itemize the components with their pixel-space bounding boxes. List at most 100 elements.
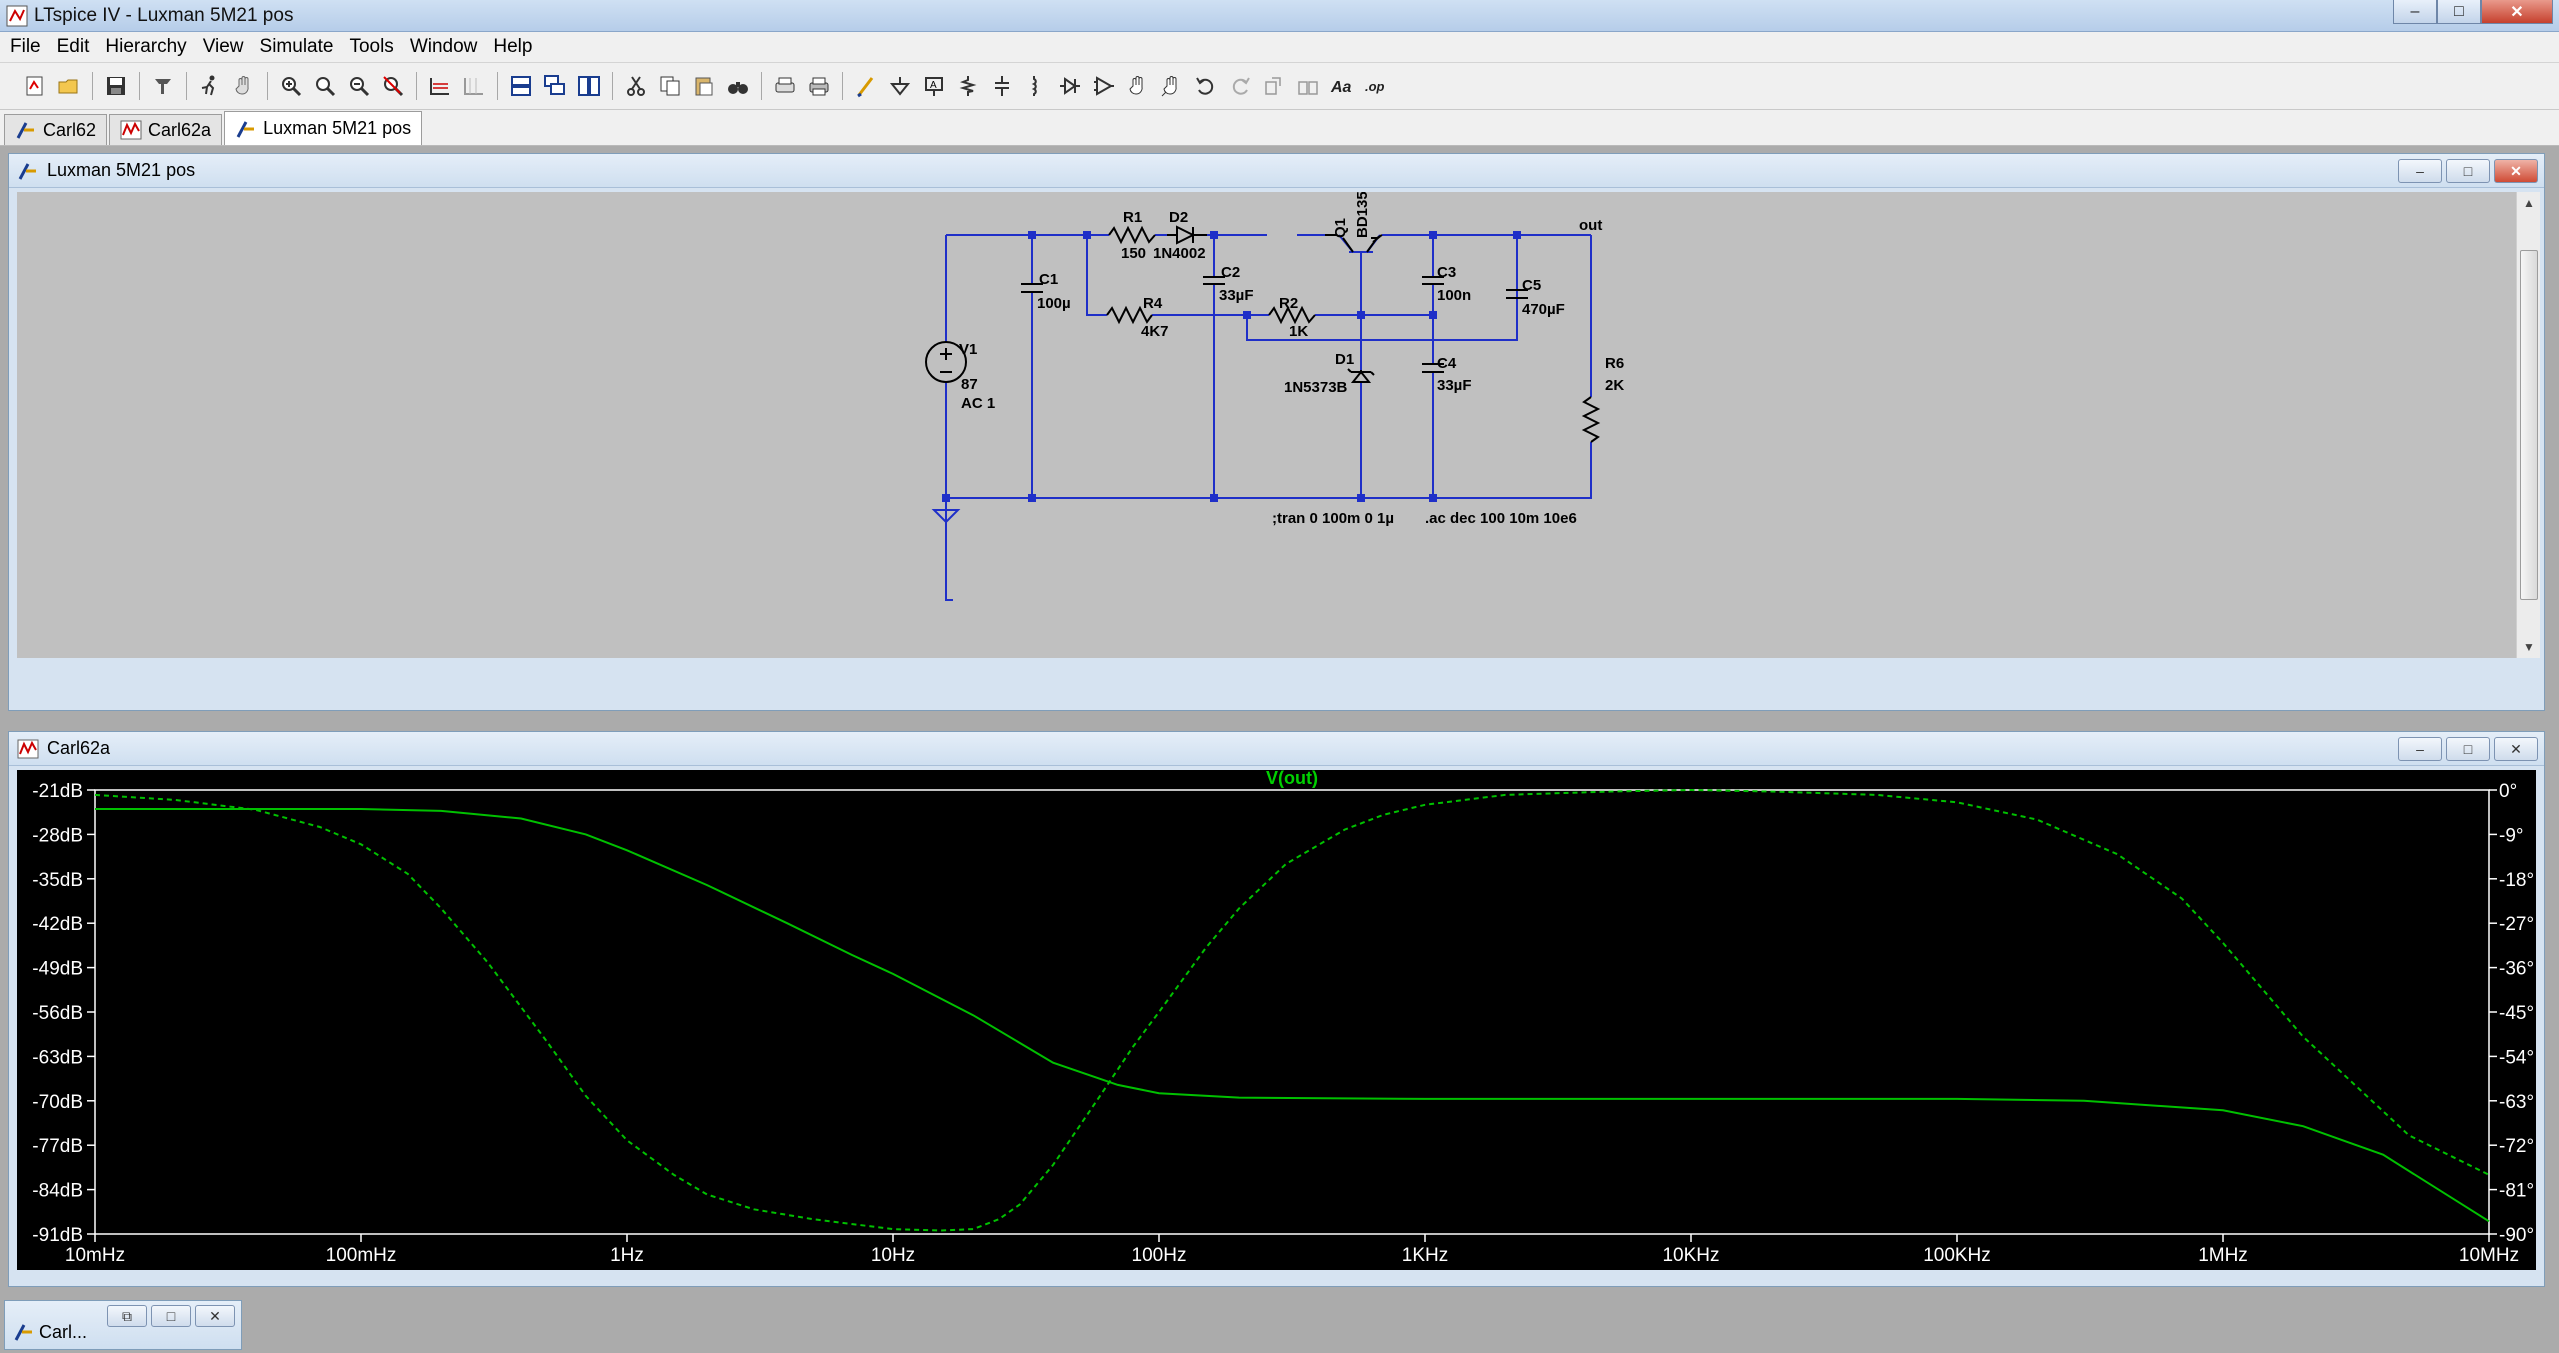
window-minimize-button[interactable]: –	[2393, 0, 2437, 24]
tile-vertical-button[interactable]	[572, 69, 606, 103]
control-panel-button[interactable]	[146, 69, 180, 103]
move-button[interactable]	[1121, 69, 1155, 103]
x-tick-label: 1KHz	[1402, 1245, 1448, 1266]
ground-button[interactable]	[883, 69, 917, 103]
magnitude-trace[interactable]	[95, 808, 2490, 1223]
schematic-minimize-button[interactable]: –	[2398, 159, 2442, 183]
component-button[interactable]	[1087, 69, 1121, 103]
minimized-close-button[interactable]: ✕	[195, 1305, 235, 1327]
svg-text:A: A	[930, 80, 937, 91]
minimized-window-carl[interactable]: Carl... ⧉ □ ✕	[4, 1300, 242, 1350]
grid-button[interactable]	[457, 69, 491, 103]
zoom-in-button[interactable]	[274, 69, 308, 103]
redo-button[interactable]	[1223, 69, 1257, 103]
menu-file[interactable]: File	[10, 36, 41, 57]
ac-directive[interactable]: .ac dec 100 10m 10e6	[1425, 510, 1577, 527]
waveform-minimize-button[interactable]: –	[2398, 737, 2442, 761]
wire-button[interactable]	[849, 69, 883, 103]
y-left-tick-label: -49dB	[32, 959, 83, 980]
menu-help[interactable]: Help	[493, 36, 533, 57]
zoom-out-button[interactable]	[342, 69, 376, 103]
zoom-rect-button[interactable]	[308, 69, 342, 103]
rotate-button[interactable]	[1257, 69, 1291, 103]
schematic-vertical-scrollbar[interactable]: ▲ ▼	[2516, 192, 2540, 658]
schematic-close-button[interactable]: ✕	[2494, 159, 2538, 183]
open-button[interactable]	[52, 69, 86, 103]
x-tick-label: 10mHz	[65, 1245, 125, 1266]
capacitor-button[interactable]	[985, 69, 1019, 103]
autorange-button[interactable]	[423, 69, 457, 103]
component-icon	[1094, 76, 1114, 96]
tile-horizontal-button[interactable]	[504, 69, 538, 103]
y-left-tick-label: -91dB	[32, 1225, 83, 1246]
schematic-canvas[interactable]: R1 150 D2 1N4002 Q1 BD135 out C1 100µ C2…	[17, 191, 2517, 658]
menu-simulate[interactable]: Simulate	[259, 36, 334, 57]
scroll-thumb[interactable]	[2520, 250, 2538, 600]
window-close-button[interactable]: ✕	[2481, 0, 2553, 24]
paste-button[interactable]	[687, 69, 721, 103]
schematic-restore-button[interactable]: □	[2446, 159, 2490, 183]
minimized-restore-button[interactable]: ⧉	[107, 1305, 147, 1327]
toolbar-separator	[186, 72, 187, 100]
print-preview-button[interactable]	[768, 69, 802, 103]
spice-directive-button[interactable]: .op	[1359, 69, 1393, 103]
label-r6: R6	[1605, 355, 1624, 372]
menu-hierarchy[interactable]: Hierarchy	[105, 36, 187, 57]
trace-label-vout[interactable]: V(out)	[1266, 768, 1318, 788]
find-button[interactable]	[721, 69, 755, 103]
waveform-restore-button[interactable]: □	[2446, 737, 2490, 761]
window-maximize-button[interactable]: □	[2437, 0, 2481, 24]
label-c5: C5	[1522, 277, 1541, 294]
waveform-icon	[120, 120, 142, 140]
x-tick-label: 10Hz	[871, 1245, 915, 1266]
cut-button[interactable]	[619, 69, 653, 103]
voltage-source-v1	[925, 341, 967, 383]
spice-directive-icon: .op	[1365, 79, 1385, 94]
print-preview-icon	[775, 77, 795, 93]
undo-button[interactable]	[1189, 69, 1223, 103]
new-schematic-button[interactable]	[18, 69, 52, 103]
print-button[interactable]	[802, 69, 836, 103]
menu-window[interactable]: Window	[409, 36, 478, 57]
y-right-tick-label: -18°	[2499, 870, 2534, 891]
minimized-maximize-button[interactable]: □	[151, 1305, 191, 1327]
label-net-button[interactable]: A	[917, 69, 951, 103]
inductor-button[interactable]	[1019, 69, 1053, 103]
scroll-up-icon[interactable]: ▲	[2523, 196, 2535, 210]
pan-button[interactable]	[227, 69, 261, 103]
save-icon	[107, 77, 125, 95]
resistor-button[interactable]	[951, 69, 985, 103]
label-q1: Q1	[1332, 218, 1349, 238]
diode-button[interactable]	[1053, 69, 1087, 103]
zoom-cancel-button[interactable]	[376, 69, 410, 103]
open-icon	[58, 79, 78, 94]
waveform-plot-pane[interactable]: V(out) -21dB-28dB-35dB-42dB-49dB-56dB-63…	[17, 768, 2536, 1270]
schematic-icon	[18, 162, 36, 180]
menu-edit[interactable]: Edit	[56, 36, 90, 57]
tab-carl62[interactable]: Carl62	[4, 114, 108, 145]
text-button[interactable]: Aa	[1325, 69, 1359, 103]
menu-view[interactable]: View	[202, 36, 244, 57]
run-button[interactable]	[193, 69, 227, 103]
tab-carl62a[interactable]: Carl62a	[109, 114, 223, 145]
label-c4-value: 33µF	[1437, 377, 1472, 394]
phase-trace[interactable]	[94, 788, 2490, 1232]
ltspice-app-icon	[6, 5, 28, 26]
scroll-down-icon[interactable]: ▼	[2523, 640, 2535, 654]
menu-tools[interactable]: Tools	[349, 36, 394, 57]
capacitor-c4	[1422, 363, 1444, 373]
mirror-button[interactable]	[1291, 69, 1325, 103]
tab-luxman-5m21-pos[interactable]: Luxman 5M21 pos	[224, 111, 423, 145]
y-left-tick-label: -35dB	[32, 870, 83, 891]
drag-button[interactable]	[1155, 69, 1189, 103]
cascade-button[interactable]	[538, 69, 572, 103]
waveform-close-button[interactable]: ✕	[2494, 737, 2538, 761]
save-button[interactable]	[99, 69, 133, 103]
copy-button[interactable]	[653, 69, 687, 103]
y-right-tick-label: -27°	[2499, 914, 2534, 935]
x-tick-label: 100Hz	[1132, 1245, 1187, 1266]
y-right-tick-label: -9°	[2499, 825, 2524, 846]
schematic-icon	[14, 1324, 32, 1341]
tran-directive[interactable]: ;tran 0 100m 0 1µ	[1272, 510, 1394, 527]
y-right-tick-label: -54°	[2499, 1047, 2534, 1068]
